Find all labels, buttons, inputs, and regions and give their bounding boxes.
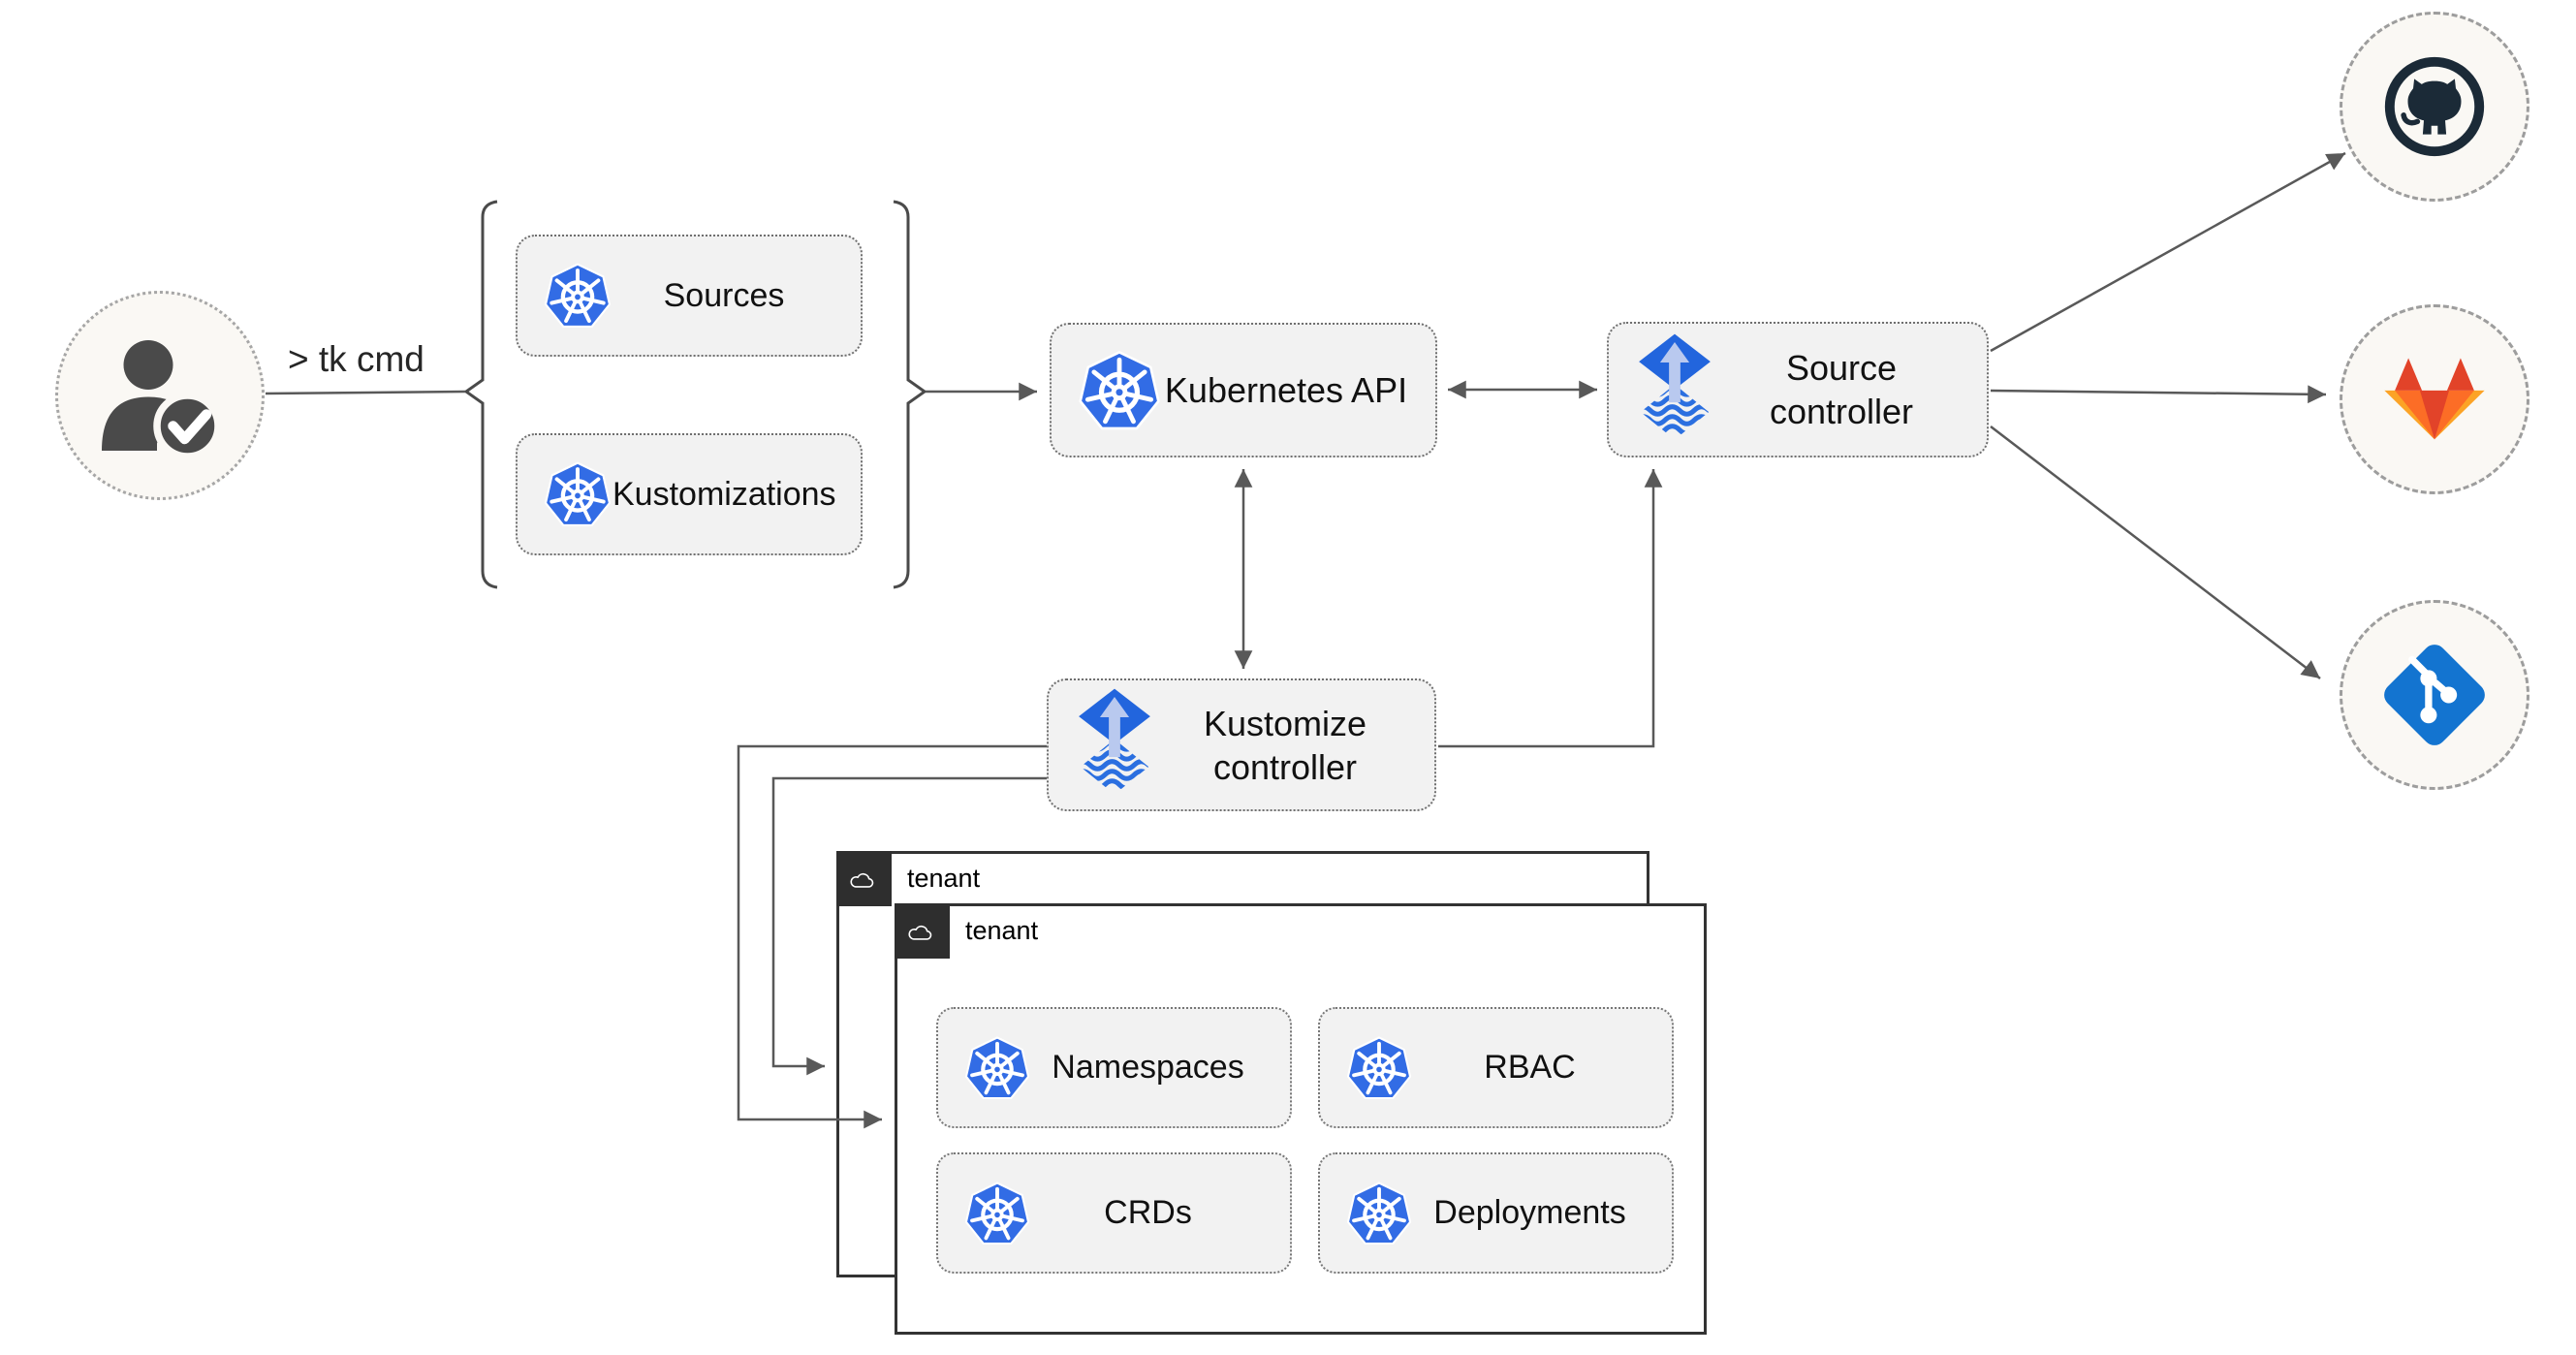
deployments-label: Deployments [1433,1194,1626,1231]
gitlab-node [2340,304,2529,494]
bracket-left [463,200,498,589]
kubernetes-icon [1345,1034,1413,1102]
user-check-icon [87,323,233,468]
namespaces-label: Namespaces [1052,1049,1244,1086]
user-node [55,291,265,500]
kustomize-controller-label: Kustomize controller [1203,703,1367,787]
kubernetes-api-label: Kubernetes API [1164,369,1408,410]
git-node [2340,600,2529,790]
tenant-window-back-header [836,851,892,906]
node-kustomizations: Kustomizations [516,433,863,555]
bracket-right [893,200,927,589]
flux-icon [1074,687,1155,803]
node-crds: CRDs [936,1152,1292,1274]
source-controller-label: Source controller [1769,348,1914,431]
node-source-controller: Source controller [1607,322,1989,457]
cli-command-label: > tk cmd [288,339,424,379]
tenant-window-back-label: tenant [907,864,981,893]
tenant-window-front: tenant Namespaces RBAC CRDs Deployments [895,903,1707,1335]
user-to-group-line [265,390,466,395]
gitlab-icon [2382,352,2487,448]
github-node [2340,12,2529,202]
github-icon [2381,53,2488,160]
git-icon [2375,636,2494,754]
kubernetes-icon [963,1180,1031,1247]
tenant-window-front-header [895,903,950,959]
cloud-icon [847,867,882,892]
kustomizations-label: Kustomizations [613,475,836,513]
source-to-git-arrow [1990,425,2321,679]
node-rbac: RBAC [1318,1007,1674,1128]
flux-icon [1634,332,1715,448]
kubernetes-icon [543,459,613,529]
node-kubernetes-api: Kubernetes API [1050,323,1437,457]
kubernetes-icon [1345,1180,1413,1247]
kubernetes-icon [1077,348,1162,433]
cloud-icon [905,919,940,944]
tenant-window-front-label: tenant [965,916,1039,945]
kubernetes-icon [543,261,613,331]
sources-label: Sources [663,276,785,314]
node-sources: Sources [516,235,863,357]
source-to-gitlab-arrow [1990,385,2327,404]
kubernetes-icon [963,1034,1031,1102]
node-namespaces: Namespaces [936,1007,1292,1128]
node-kustomize-controller: Kustomize controller [1047,678,1436,811]
crds-label: CRDs [1104,1194,1192,1231]
source-to-github-arrow [1990,151,2346,353]
rbac-label: RBAC [1484,1049,1576,1086]
node-deployments: Deployments [1318,1152,1674,1274]
kustomize-to-source-arrow [1438,469,1663,748]
